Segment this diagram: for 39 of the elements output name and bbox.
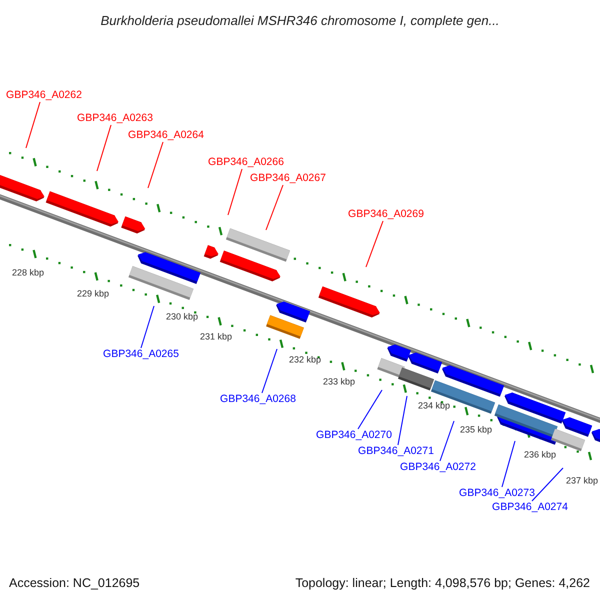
position-label: 237 kbp [566, 476, 598, 486]
leader-line [262, 348, 278, 394]
leader-line [266, 184, 284, 230]
leader-line [366, 220, 384, 268]
gene-label: GBP346_A0266 [208, 156, 284, 169]
gene-label: GBP346_A0263 [77, 112, 153, 125]
gene-label: GBP346_A0270 [316, 429, 392, 442]
genome-info-text: Topology: linear; Length: 4,098,576 bp; Genes: 4,262 [295, 575, 590, 592]
position-label: 235 kbp [460, 424, 492, 436]
leader-line [398, 396, 408, 446]
gene-label: GBP346_A0264 [128, 129, 204, 142]
leader-line [228, 168, 242, 216]
position-label: 233 kbp [322, 376, 356, 388]
position-label: 234 kbp [418, 400, 450, 412]
leader-line [26, 102, 40, 148]
gene-label: GBP346_A0265 [103, 348, 179, 361]
position-label: 236 kbp [524, 450, 556, 460]
position-label: 228 kbp [12, 268, 44, 278]
leader-line [502, 440, 516, 488]
leader-line [148, 142, 164, 188]
accession-text: Accession: NC_012695 [9, 575, 140, 592]
gene-label: GBP346_A0267 [250, 172, 326, 185]
gene-label: GBP346_A0271 [358, 445, 434, 458]
leader-line [532, 468, 564, 502]
leader-line [440, 420, 454, 462]
leader-line [140, 306, 154, 348]
position-label: 229 kbp [76, 288, 110, 300]
leader-line [96, 124, 112, 172]
gene-label: GBP346_A0269 [348, 208, 424, 221]
position-label: 232 kbp [288, 354, 322, 366]
gene-label: GBP346_A0268 [220, 393, 296, 406]
gene-label: GBP346_A0273 [459, 487, 535, 500]
position-label: 231 kbp [200, 332, 232, 342]
leader-line [358, 390, 382, 430]
gene-label: GBP346_A0274 [492, 501, 568, 514]
gene-label: GBP346_A0272 [400, 461, 476, 474]
chart-title: Burkholderia pseudomallei MSHR346 chromosome I, complete gen... [100, 12, 500, 30]
position-label: 230 kbp [166, 312, 198, 322]
gene-label: GBP346_A0262 [6, 89, 82, 102]
